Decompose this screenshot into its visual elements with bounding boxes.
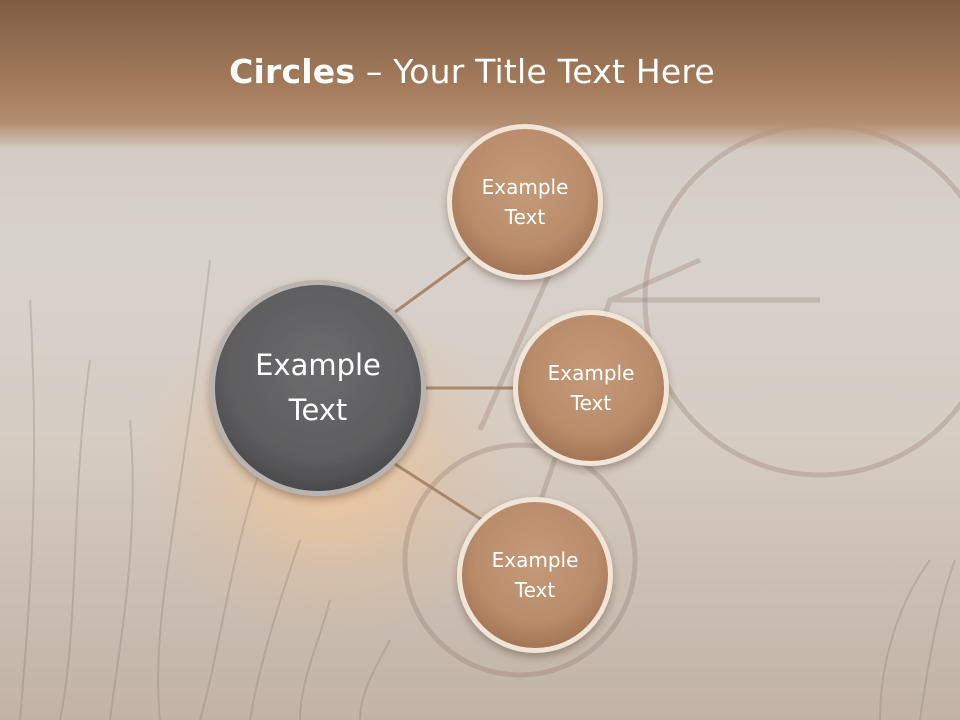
satellite-circle-2 xyxy=(513,310,669,466)
satellite-1-line2: Text xyxy=(504,205,546,229)
slide-title: Circles – Your Title Text Here xyxy=(0,52,944,91)
satellite-circle-3 xyxy=(457,497,613,653)
title-bar xyxy=(0,0,960,150)
connector-line-3 xyxy=(394,462,483,522)
satellite-3-line1: Example xyxy=(491,548,579,572)
satellite-circle-1 xyxy=(447,124,603,280)
satellite-3-line2: Text xyxy=(514,578,556,602)
satellite-1-line1: Example xyxy=(481,175,569,199)
hub-circle xyxy=(210,280,426,496)
title-bold: Circles xyxy=(229,52,356,91)
title-rest: – Your Title Text Here xyxy=(355,52,715,91)
hub-line1: Example xyxy=(255,348,381,383)
satellite-2-line1: Example xyxy=(547,361,635,385)
connector-line-1 xyxy=(394,254,473,314)
hub-line2: Text xyxy=(288,393,348,427)
satellite-2-line2: Text xyxy=(570,391,612,415)
